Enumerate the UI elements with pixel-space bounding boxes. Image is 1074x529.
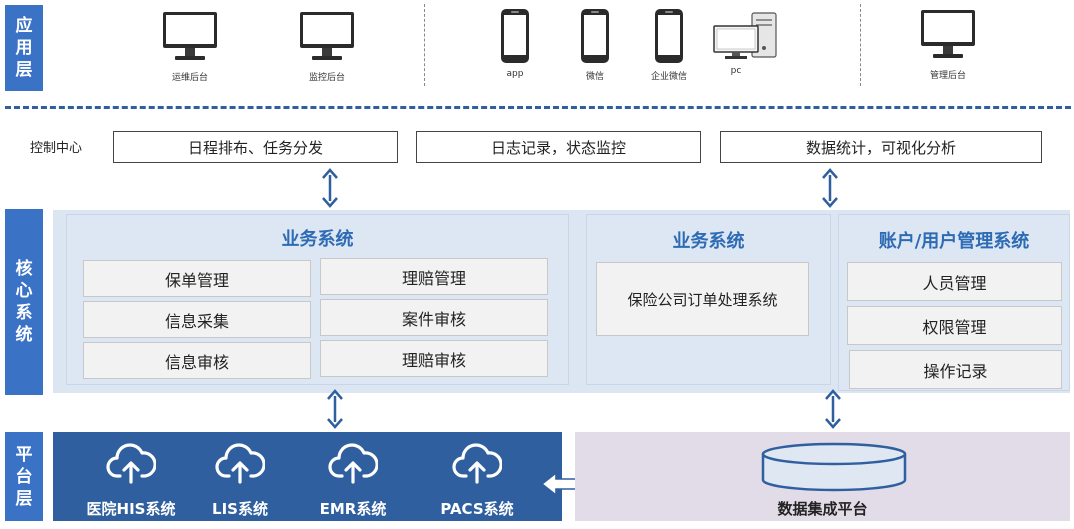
device-caption: 运维后台 [171,73,208,83]
layer-char: 系 [15,303,33,323]
cloud-upload-icon [215,443,265,484]
panel-title: 业务系统 [281,229,354,250]
cloud-upload-icon [106,443,156,484]
monitor-icon [921,10,975,58]
layer-divider [5,106,1071,109]
item-info-collection[interactable]: 信息采集 [83,301,311,338]
item-staff-management[interactable]: 人员管理 [847,262,1062,301]
monitor-backend-device[interactable]: 监控后台 [297,10,357,83]
layer-char: 心 [15,281,33,301]
item-policy-management[interactable]: 保单管理 [83,260,311,297]
control-box-logging[interactable]: 日志记录，状态监控 [416,131,701,163]
enterprise-wechat-device[interactable]: 企业微信 [648,8,690,82]
item-info-review[interactable]: 信息审核 [83,342,311,379]
double-arrow-icon [322,168,338,208]
manage-backend-device[interactable]: 管理后台 [918,8,978,82]
control-box-scheduling[interactable]: 日程排布、任务分发 [113,131,398,163]
separator [424,4,425,86]
layer-char: 用 [15,38,33,58]
monitor-icon [163,12,217,60]
device-caption: pc [730,66,742,76]
platform-system-label: 医院HIS系统 [86,500,176,518]
double-arrow-icon [327,389,343,429]
data-platform-panel: 数据集成平台 [575,432,1070,521]
device-caption: 微信 [585,72,604,82]
desktop-pc-icon [713,12,777,59]
panel-title: 账户/用户管理系统 [878,231,1030,252]
layer-char: 层 [15,488,33,509]
platform-system-label: LIS系统 [212,500,268,518]
phone-icon [655,9,683,63]
layer-char: 台 [15,466,33,487]
item-operation-log[interactable]: 操作记录 [849,350,1062,389]
platform-system-emr[interactable]: EMR系统 [305,440,401,520]
device-caption: 管理后台 [929,71,966,81]
data-platform-label: 数据集成平台 [777,500,868,518]
phone-icon [581,9,609,63]
layer-label-application: 应 用 层 [5,5,43,91]
device-caption: 监控后台 [308,73,345,83]
control-box-statistics[interactable]: 数据统计，可视化分析 [720,131,1042,163]
control-center-label: 控制中心 [30,141,83,156]
platform-system-label: PACS系统 [440,500,514,518]
app-device[interactable]: app [495,8,535,82]
layer-char: 应 [15,16,33,36]
platform-system-his[interactable]: 医院HIS系统 [68,440,194,520]
platform-system-label: EMR系统 [319,500,387,518]
cloud-upload-icon [452,443,502,484]
separator [860,4,861,86]
platform-system-pacs[interactable]: PACS系统 [424,440,530,520]
panel-title: 业务系统 [672,231,745,252]
device-caption: 企业微信 [650,72,687,82]
layer-char: 层 [15,60,33,80]
pc-device[interactable]: pc [712,12,780,78]
ops-backend-device[interactable]: 运维后台 [160,10,220,83]
layer-char: 平 [15,444,33,465]
layer-char: 核 [15,259,33,279]
item-case-review[interactable]: 案件审核 [320,299,548,336]
layer-char: 统 [15,325,33,345]
double-arrow-icon [825,389,841,429]
item-claim-review[interactable]: 理赔审核 [320,340,548,377]
double-arrow-icon [822,168,838,208]
layer-label-platform: 平 台 层 [5,432,43,521]
platform-system-lis[interactable]: LIS系统 [200,440,280,520]
layer-label-core: 核 心 系 统 [5,209,43,395]
monitor-icon [300,12,354,60]
phone-icon [501,9,529,63]
cloud-upload-icon [328,443,378,484]
wechat-device[interactable]: 微信 [575,8,615,82]
item-insurer-order-system[interactable]: 保险公司订单处理系统 [596,262,809,336]
device-caption: app [506,69,524,79]
database-icon [761,442,907,492]
item-permission-management[interactable]: 权限管理 [847,306,1062,345]
item-claim-management[interactable]: 理赔管理 [320,258,548,295]
